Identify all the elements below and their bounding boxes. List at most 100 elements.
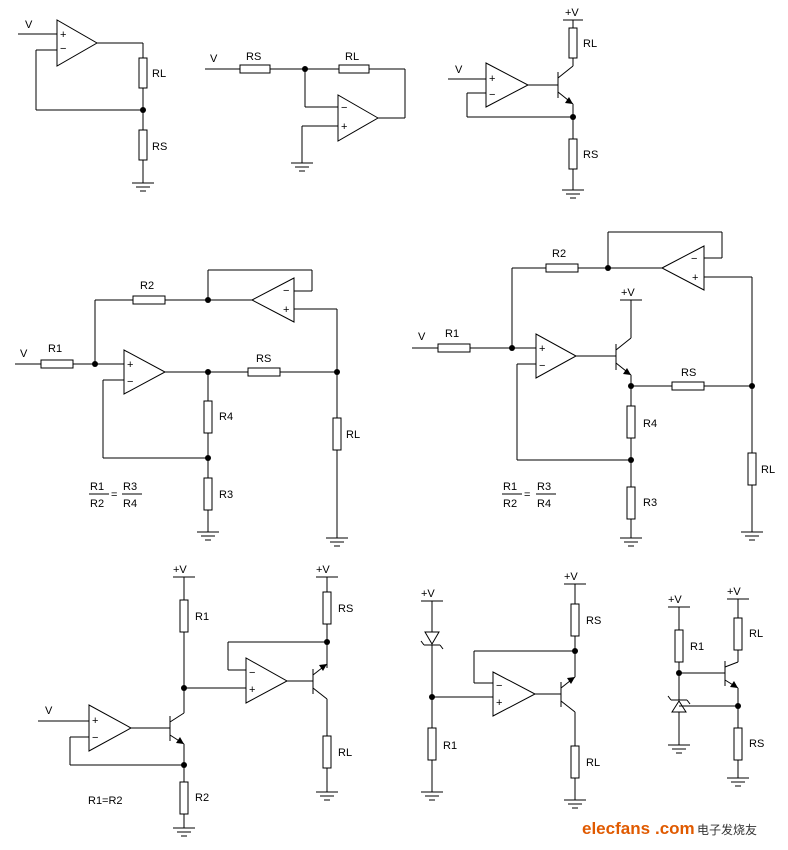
label-supply: +V (668, 594, 682, 606)
opamp-7 (492, 671, 537, 717)
formula-r2: R2 (90, 498, 104, 510)
label-rs: RS (681, 367, 696, 379)
resistor-r3 (203, 477, 213, 511)
formula-r4: R4 (123, 498, 137, 510)
label-rs: RS (256, 353, 271, 365)
resistor-rl (733, 617, 743, 651)
watermark-cn: 电子发烧友 (697, 822, 757, 837)
opamp-plus: + (60, 29, 66, 41)
opamp-minus: − (539, 360, 545, 372)
label-r2: R2 (552, 248, 566, 260)
ratio-formula: R1 R2 = R3 R4 (502, 481, 556, 510)
opamp-minus: − (496, 680, 502, 692)
resistor-rs (322, 591, 332, 625)
opamp-3 (485, 62, 530, 108)
label-supply: +V (421, 588, 435, 600)
label-v: V (455, 64, 463, 76)
opamp-1 (56, 19, 99, 67)
label-r1: R1 (195, 611, 209, 623)
opamp-minus: − (489, 89, 495, 101)
resistor-rl (332, 417, 342, 451)
resistor-r4 (203, 400, 213, 434)
opamp-plus: + (496, 697, 502, 709)
opamp-plus: + (489, 73, 495, 85)
label-rs: RS (583, 149, 598, 161)
opamp-plus: + (249, 684, 255, 696)
label-r1: R1 (443, 740, 457, 752)
resistor-rl (570, 745, 580, 779)
resistor-rs (568, 138, 578, 170)
opamp-4a (250, 277, 295, 323)
formula-r4: R4 (537, 498, 551, 510)
circuit-4-howland-source: V R1 R2 − + + − RS R4 (15, 269, 360, 547)
label-rl: RL (749, 628, 763, 640)
formula-r1: R1 (503, 481, 517, 493)
circuit-7-zener-reference: +V R1 − + +V RS RL (420, 571, 601, 809)
circuit-2-inverting-rs-rl: V RS RL − + (205, 51, 406, 172)
resistor-rl (138, 57, 148, 89)
label-v: V (210, 53, 218, 65)
label-rs: RS (152, 141, 167, 153)
label-rs: RS (586, 615, 601, 627)
opamp-5b (535, 333, 578, 379)
circuit-5-howland-transistor: V R1 R2 − + + − +V RS (412, 231, 775, 547)
label-rl: RL (761, 464, 775, 476)
label-supply: +V (316, 564, 330, 576)
label-rs: RS (749, 738, 764, 750)
resistor-r1 (674, 629, 684, 663)
label-rs: RS (246, 51, 261, 63)
opamp-plus: + (692, 272, 698, 284)
label-rl: RL (586, 757, 600, 769)
resistor-rl (568, 27, 578, 59)
label-rl: RL (338, 747, 352, 759)
opamp-4b (123, 349, 167, 395)
label-supply: +V (173, 564, 187, 576)
opamp-2 (337, 94, 380, 142)
label-v: V (20, 348, 28, 360)
label-rl: RL (152, 68, 166, 80)
opamp-minus: − (283, 285, 289, 297)
label-v: V (25, 19, 33, 31)
resistor-rl (322, 735, 332, 769)
opamp-minus: − (341, 102, 347, 114)
resistor-r2 (179, 781, 189, 815)
opamp-plus: + (539, 343, 545, 355)
opamp-minus: − (249, 667, 255, 679)
equality-note: R1=R2 (88, 795, 123, 807)
circuit-8-zener-transistor: +V R1 +V RL RS (667, 586, 764, 787)
label-r3: R3 (219, 489, 233, 501)
resistor-rs (247, 367, 281, 377)
label-r3: R3 (643, 497, 657, 509)
label-r1: R1 (48, 343, 62, 355)
resistor-r2 (132, 295, 166, 305)
label-rl: RL (583, 38, 597, 50)
label-rl: RL (346, 429, 360, 441)
label-v: V (45, 705, 53, 717)
resistor-rs (239, 64, 271, 74)
label-rs: RS (338, 603, 353, 615)
label-supply: +V (565, 7, 579, 19)
formula-r3: R3 (537, 481, 551, 493)
opamp-minus: − (92, 732, 98, 744)
label-supply: +V (727, 586, 741, 598)
resistor-r1 (427, 727, 437, 761)
resistor-r4 (626, 405, 636, 439)
opamp-5a (660, 245, 705, 291)
formula-eq: = (111, 489, 117, 501)
circuit-3-opamp-transistor: V + − RL +V RS (448, 7, 598, 199)
label-r2: R2 (195, 792, 209, 804)
circuit-1-follower-rl-rs: V + − RL RS (18, 19, 167, 192)
resistor-r1 (179, 599, 189, 633)
label-r4: R4 (643, 418, 657, 430)
opamp-6b (245, 657, 289, 704)
resistor-r3 (626, 486, 636, 520)
opamp-plus: + (283, 304, 289, 316)
opamp-minus: − (60, 43, 66, 55)
formula-r1: R1 (90, 481, 104, 493)
elecfans-watermark-logo: elecfans .com 电子发烧友 (582, 819, 757, 838)
formula-r2: R2 (503, 498, 517, 510)
label-r1: R1 (445, 328, 459, 340)
formula-eq: = (524, 489, 530, 501)
resistor-rs (570, 603, 580, 637)
